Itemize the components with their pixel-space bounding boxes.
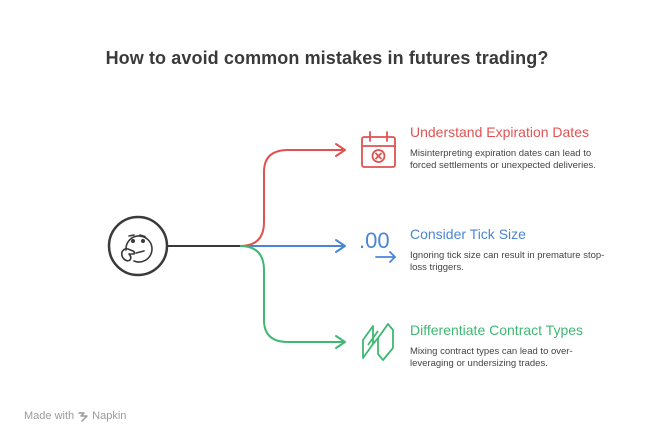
item-title: Differentiate Contract Types [410,322,584,338]
branch-arrow-1 [335,143,346,157]
napkin-logo-icon [78,411,88,422]
layers-icon [362,323,394,361]
hub-node [107,215,169,277]
page-title: How to avoid common mistakes in futures … [105,48,549,68]
thinking-face-icon [120,234,153,263]
branch-line-3 [239,245,343,343]
item-tick-size: Consider Tick Size Ignoring tick size ca… [410,226,615,274]
item-description: Ignoring tick size can result in prematu… [410,250,605,273]
item-description: Misinterpreting expiration dates can lea… [410,148,596,171]
item-expiration-dates: Understand Expiration Dates Misinterpret… [410,124,615,172]
calendar-x-icon [361,131,396,168]
napkin-brand-label: Napkin [92,410,127,422]
branch-arrow-3 [335,335,346,349]
branch-line-1 [239,149,343,247]
item-title: Understand Expiration Dates [410,124,589,140]
item-title: Consider Tick Size [410,226,526,242]
item-contract-types: Differentiate Contract Types Mixing cont… [410,322,615,370]
item-description: Mixing contract types can lead to over-l… [410,346,573,369]
branch-arrow-2 [335,239,346,253]
footer-credit: Made with Napkin [24,410,126,422]
decimal-arrow-icon: .00 [359,228,396,263]
napkin-brand: Napkin [78,410,126,422]
decimal-icon-text: .00 [359,228,390,253]
made-with-label: Made with [24,410,75,422]
